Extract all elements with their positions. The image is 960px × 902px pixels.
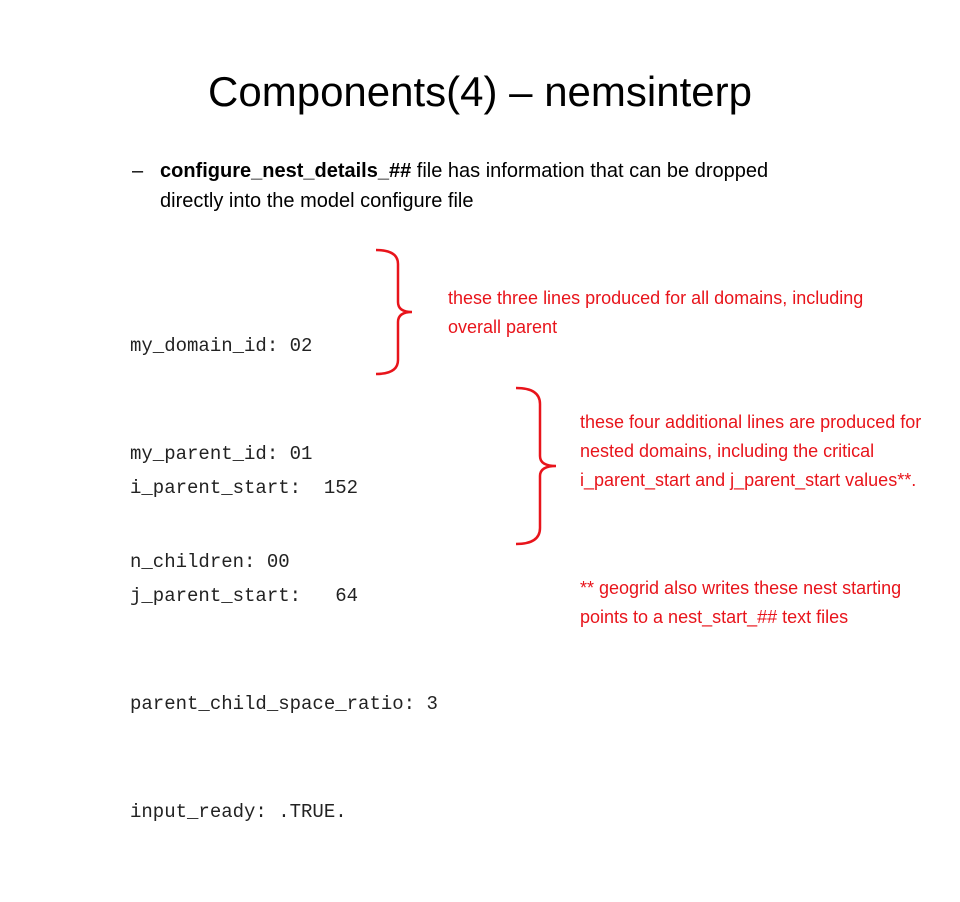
code-line: my_domain_id: 02 xyxy=(130,335,313,357)
code-line: j_parent_start: 64 xyxy=(130,585,359,607)
code-line: n_children: 00 xyxy=(130,551,290,573)
slide: Components(4) – nemsinterp – configure_n… xyxy=(130,68,922,823)
code-block-domain-lines: my_domain_id: 02 my_parent_id: 01 n_chil… xyxy=(130,256,312,652)
code-line: i_parent_start: 152 xyxy=(130,477,359,499)
right-brace-icon xyxy=(515,386,557,546)
bullet-bold-filename: configure_nest_details_## xyxy=(160,160,412,182)
bullet-dash: – xyxy=(132,160,144,182)
code-line: parent_child_space_ratio: 3 xyxy=(130,693,438,715)
bullet-text: configure_nest_details_## file has infor… xyxy=(160,156,832,216)
slide-title: Components(4) – nemsinterp xyxy=(208,68,752,115)
code-line: my_parent_id: 01 xyxy=(130,443,313,465)
footnote-geogrid: ** geogrid also writes these nest starti… xyxy=(580,578,902,627)
annotation-domain-lines: these three lines produced for all domai… xyxy=(448,288,864,337)
bullet-item: – configure_nest_details_## file has inf… xyxy=(132,156,832,216)
annotation-nest-lines: these four additional lines are produced… xyxy=(580,412,922,490)
bullet-description: file has information that can be dropped… xyxy=(160,160,769,212)
code-block-nest-lines: i_parent_start: 152 j_parent_start: 64 p… xyxy=(130,398,438,902)
code-line: input_ready: .TRUE. xyxy=(130,801,347,823)
right-brace-icon xyxy=(375,248,413,376)
